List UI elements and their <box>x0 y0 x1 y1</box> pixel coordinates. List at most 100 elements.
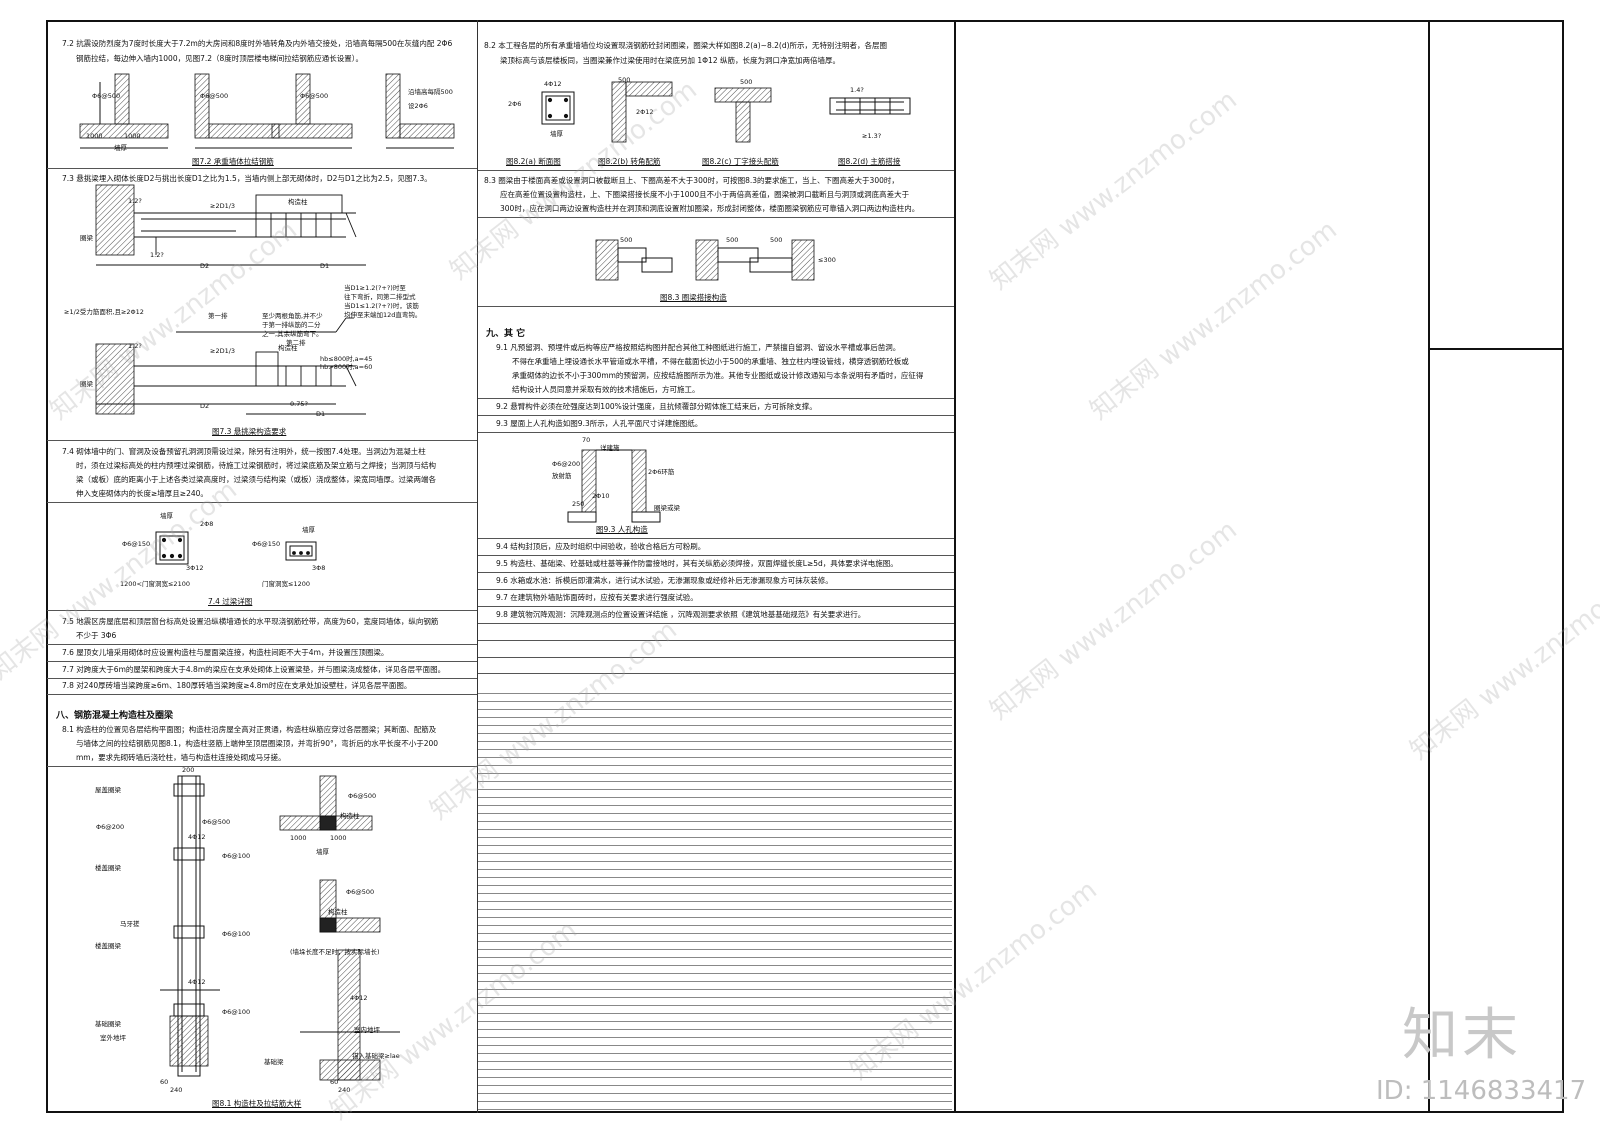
figure-8-3-drawing <box>595 239 815 281</box>
column-divider-2 <box>954 20 956 1113</box>
figure-8-1-column <box>160 775 220 1077</box>
section-9-heading: 九、其 它 <box>486 329 526 339</box>
rule-9-3 <box>478 415 954 416</box>
fig74-label-span-b: 门窗洞宽≤1200 <box>262 580 310 588</box>
rule-8-3-fig <box>478 217 954 218</box>
fig73-caption: 图7.3 悬挑梁构造要求 <box>212 427 287 436</box>
fig72-label-rebar: Φ6@500 <box>92 92 121 100</box>
fig82-label-2phi6: 2Φ6 <box>508 100 522 108</box>
fig93-caption: 图9.3 人孔构造 <box>596 525 648 534</box>
rule-9-5 <box>478 555 954 556</box>
fig73b-label-ringbeam: 圈梁 <box>80 380 93 388</box>
fig81d-label-column-b: 构造柱 <box>328 908 348 916</box>
fig73b-label-d2: D2 <box>200 402 210 410</box>
fig93-label-beam: 圈梁或梁 <box>654 504 680 512</box>
fig81d-label-anchor: 锚入基础梁≥lae <box>352 1052 400 1060</box>
fig81-label-outdoor: 室外地坪 <box>100 1034 126 1042</box>
fig81-label-teeth: 马牙搓 <box>120 920 140 928</box>
note-7-4-line2: 时，须在过梁标高处的柱内预埋过梁钢筋，待施工过梁钢筋时，将过梁底筋及架立筋与之焊… <box>76 461 436 470</box>
note-9-7: 9.7 在建筑物外墙贴饰面砖时，应按有关要求进行强度试验。 <box>496 593 698 602</box>
fig81-label-200: 200 <box>182 766 195 774</box>
note-7-2-line2: 钢筋拉结，每边伸入墙内1000，见图7.2（8度时顶层楼电梯间拉结钢筋应通长设置… <box>76 54 364 63</box>
figure-7-4-drawing <box>155 531 317 565</box>
rule-8-fig <box>47 766 477 767</box>
note-7-4-line3: 梁（或板）底的距离小于上述各类过梁高度时，过梁须与结构梁（或板）浇成整体，梁宽同… <box>76 475 436 484</box>
rule-9-4 <box>478 538 954 539</box>
fig74-label-stirrup-a: Φ6@150 <box>122 540 151 548</box>
fig74-label-wall-b: 墙厚 <box>302 526 315 534</box>
fig74-label-span-a: 1200<门窗洞宽≤2100 <box>120 580 190 588</box>
fig83-label-500a: 500 <box>620 236 633 244</box>
fig81d-label-wall: 墙厚 <box>316 848 329 856</box>
fig72-label-spacing: 沿墙高每隔500 <box>408 88 453 96</box>
fig81-label-stirrup100-b: Φ6@100 <box>222 930 251 938</box>
fig73-label-row1: 第一排 <box>208 312 228 320</box>
rule-9-7 <box>478 589 954 590</box>
figure-8-1-details <box>279 775 400 1081</box>
title-block-rule <box>1428 348 1564 350</box>
fig73-note-a: 当D1≥1.2(?+?)时至 <box>344 284 406 292</box>
fig81d-label-240: 240 <box>338 1086 351 1094</box>
rule-blank-3 <box>478 673 954 674</box>
fig93-label-phi6: Φ6@200 <box>552 460 581 468</box>
fig72-caption: 图7.2 承重墙体拉结钢筋 <box>192 157 274 166</box>
fig82-label-500a: 500 <box>618 76 631 84</box>
fig72-label-1000a: 1000 <box>86 132 103 140</box>
fig81-label-floor-ringbeam-2: 楼盖圈梁 <box>95 942 121 950</box>
fig83-caption: 图8.3 圈梁搭接构造 <box>660 293 727 302</box>
fig82b-caption: 图8.2(b) 转角配筋 <box>598 157 661 166</box>
fig81-caption: 图8.1 构造柱及拉结筋大样 <box>212 1099 302 1108</box>
fig93-label-ring: 2Φ6环筋 <box>648 468 675 476</box>
fig73-label-column: 构造柱 <box>288 198 308 206</box>
rule-blank-2 <box>478 657 954 658</box>
fig82c-caption: 图8.2(c) 丁字接头配筋 <box>702 157 779 166</box>
fig72-label-wall: 墙厚 <box>114 144 127 152</box>
note-7-5-line1: 7.5 地震区房屋底层和顶层窗台标高处设置沿纵横墙通长的水平现浇钢筋砼带，高度为… <box>62 617 439 626</box>
note-9-6: 9.6 水箱或水池：拆模后即灌满水，进行试水试验，无渗漏现象或经修补后无渗漏现象… <box>496 576 833 585</box>
fig73-note-hb1: hb≤800时,a=45 <box>320 355 373 363</box>
fig73b-label-075: 0.75? <box>290 400 308 408</box>
rule-7-6 <box>47 644 477 645</box>
note-9-1-line2: 不得在承重墙上埋设通长水平管道或水平槽，不得在截面长边小于500的承重墙、独立柱… <box>512 357 909 366</box>
rule-9 <box>478 306 954 307</box>
rule-7-5 <box>47 610 477 611</box>
note-7-4-line4: 伸入支座砌体内的长度≥墙厚且≥240。 <box>76 489 208 498</box>
figure-7-3-bottom <box>95 317 366 415</box>
fig73b-label-d1: D1 <box>316 410 326 418</box>
rule-9-8 <box>478 606 954 607</box>
note-8-1-line2: 与墙体之间的拉结钢筋见图8.1，构造柱竖筋上端伸至顶层圈梁顶，并弯折90°，弯折… <box>76 739 439 748</box>
fig73-label-2d1: ≥2D1/3 <box>210 202 236 210</box>
figure-7-3-top <box>95 184 366 266</box>
fig81-label-4phi12-b: 4Φ12 <box>188 978 206 986</box>
note-8-2-line1: 8.2 本工程各层的所有承重墙墙位均设置现浇钢筋砼封闭圈梁，圈梁大样如图8.2(… <box>484 41 888 50</box>
fig81-label-240: 240 <box>170 1086 183 1094</box>
fig83-label-500b: 500 <box>726 236 739 244</box>
fig82a-caption: 图8.2(a) 断面图 <box>506 157 561 166</box>
fig81-label-60: 60 <box>160 1078 169 1086</box>
blank-ruled-lines <box>478 686 952 1110</box>
fig93-label-2phi10: 2Φ10 <box>592 492 610 500</box>
fig74-label-wall-a: 墙厚 <box>160 512 173 520</box>
rule-7-4 <box>47 440 477 441</box>
fig73-label-d1: D1 <box>320 262 330 270</box>
note-9-4: 9.4 结构封顶后，应及时组织中间验收，验收合格后方可粉刷。 <box>496 542 706 551</box>
fig82-label-13: ≥1.3? <box>862 132 882 140</box>
fig81-label-stirrup100: Φ6@100 <box>222 852 251 860</box>
fig81d-label-tie: Φ6@500 <box>348 792 377 800</box>
fig73-note-area: ≥1/2受力筋面积,且≥2Φ12 <box>64 308 144 316</box>
rule-8 <box>47 694 477 695</box>
fig82d-caption: 图8.2(d) 主筋搭接 <box>838 157 901 166</box>
fig81d-label-1000b: 1000 <box>330 834 347 842</box>
fig73-note-b: 往下弯折，同第二排型式 <box>344 293 416 301</box>
fig74-label-3phi12: 3Φ12 <box>186 564 204 572</box>
rule-7-7 <box>47 661 477 662</box>
fig81d-label-foundation-beam: 基础梁 <box>264 1058 284 1066</box>
fig81-label-stirrup200: Φ6@200 <box>96 823 125 831</box>
fig81-label-floor-ringbeam: 楼盖圈梁 <box>95 864 121 872</box>
image-id-label: ID: 1146833417 <box>1376 1076 1587 1106</box>
fig81d-label-tie-b: Φ6@500 <box>346 888 375 896</box>
fig73-label-d2: D2 <box>200 262 210 270</box>
fig73-note-g: 之一,其余纵筋弯下。 <box>262 330 323 338</box>
fig74-label-stirrup-b: Φ6@150 <box>252 540 281 548</box>
rule-9-3-fig <box>478 432 954 433</box>
